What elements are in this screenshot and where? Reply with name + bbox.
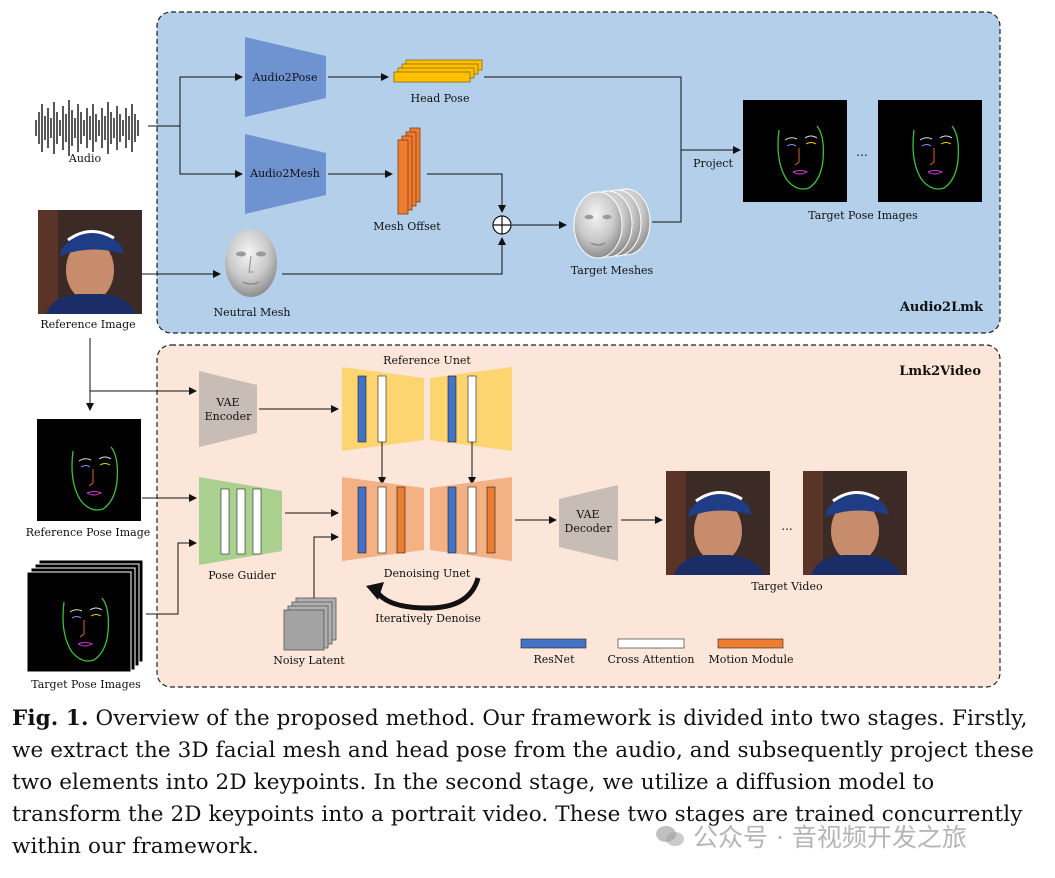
iterative-denoise-arrow-icon: [366, 577, 481, 611]
reference-pose-image-label: Reference Pose Image: [26, 526, 151, 539]
den-motion-block-2: [486, 486, 496, 554]
den-resnet-block-2: [447, 486, 457, 554]
ref-resnet-block-2: [447, 375, 457, 443]
audio2lmk-panel: [156, 11, 1001, 334]
den-cross-attn-block-2: [467, 486, 477, 554]
target-video-label: Target Video: [751, 580, 823, 593]
watermark-text: 公众号 · 音视频开发之旅: [693, 823, 967, 852]
audio-label: Audio: [68, 152, 102, 165]
reference-pose-image: [37, 419, 141, 521]
den-motion-block-1: [396, 486, 406, 554]
target-pose-ellipsis: ...: [856, 145, 867, 159]
target-pose-image-stack: [26, 559, 144, 673]
legend-swatch-resnet: [520, 638, 587, 649]
legend-label-cross-attention: Cross Attention: [608, 653, 695, 666]
caption-label: Fig. 1.: [12, 706, 89, 731]
add-operator-icon: [492, 215, 512, 235]
audio-waveform-icon: [35, 100, 139, 156]
audio2mesh-encoder: [245, 134, 326, 214]
audio2lmk-title: Audio2Lmk: [899, 300, 984, 315]
target-pose-image-2: [878, 100, 982, 202]
target-video-frame-1: [666, 471, 770, 575]
iteratively-denoise-label: Iteratively Denoise: [375, 612, 481, 625]
pose-guider-label: Pose Guider: [208, 569, 276, 582]
neutral-mesh-label: Neutral Mesh: [214, 306, 291, 319]
vae-decoder-label-1: VAE: [575, 508, 599, 521]
noisy-latent-label: Noisy Latent: [273, 654, 345, 667]
target-pose-images-label-2: Target Pose Images: [31, 678, 141, 691]
neutral-mesh-icon: [225, 229, 277, 297]
reference-unet-label: Reference Unet: [383, 354, 471, 367]
head-pose-label: Head Pose: [411, 92, 470, 105]
audio2pose-label: Audio2Pose: [252, 71, 318, 84]
vae-encoder-label-2: Encoder: [205, 410, 252, 423]
vae-decoder-label-2: Decoder: [565, 522, 613, 535]
mesh-offset-label: Mesh Offset: [373, 220, 441, 233]
mesh-offset-stack: [397, 127, 421, 215]
target-pose-image-1: [743, 100, 847, 202]
reference-image-label: Reference Image: [40, 318, 135, 331]
legend-label-motion-module: Motion Module: [708, 653, 793, 666]
audio2mesh-label: Audio2Mesh: [249, 167, 320, 180]
den-resnet-block-1: [357, 486, 367, 554]
vae-encoder: [199, 371, 257, 447]
ref-cross-attn-block-1: [377, 375, 387, 443]
watermark: 公众号 · 音视频开发之旅: [655, 818, 967, 854]
target-pose-images-label: Target Pose Images: [808, 209, 918, 222]
vae-decoder: [559, 485, 618, 561]
legend-swatch-cross-attention: [617, 638, 685, 649]
method-diagram: Audio2Lmk Audio Reference Image Audio2Po…: [26, 11, 1001, 691]
den-cross-attn-block-1: [377, 486, 387, 554]
caption-text: Overview of the proposed method. Our fra…: [12, 706, 1035, 859]
target-meshes-icon: [573, 188, 651, 259]
figure-caption: Fig. 1. Overview of the proposed method.…: [12, 703, 1042, 863]
wechat-icon: [656, 826, 684, 846]
target-meshes-label: Target Meshes: [571, 264, 654, 277]
legend-label-resnet: ResNet: [534, 653, 576, 666]
target-video-ellipsis: ...: [781, 519, 792, 533]
project-label: Project: [693, 157, 733, 170]
audio2pose-encoder: [245, 37, 326, 117]
ref-resnet-block-1: [357, 375, 367, 443]
ref-cross-attn-block-2: [467, 375, 477, 443]
reference-image: [36, 208, 144, 316]
vae-encoder-label-1: VAE: [215, 396, 239, 409]
denoising-unet-label: Denoising Unet: [384, 567, 471, 580]
head-pose-stack: [393, 59, 483, 83]
target-video-frame-2: [803, 471, 907, 575]
legend: ResNet Cross Attention Motion Module: [520, 638, 794, 666]
legend-swatch-motion-module: [717, 638, 784, 649]
lmk2video-title: Lmk2Video: [899, 364, 981, 379]
noisy-latent-stack: [283, 597, 337, 651]
